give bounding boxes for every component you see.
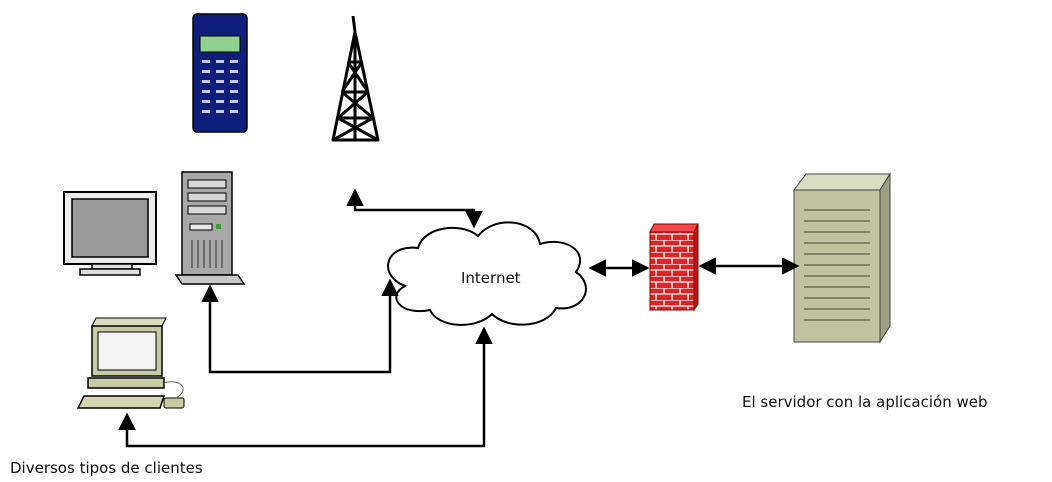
cloud-icon (387, 221, 587, 326)
retro-computer-icon (76, 317, 185, 409)
internet-label: Internet (461, 269, 521, 287)
monitor-icon (63, 191, 157, 276)
computer-to-internet-connector (118, 326, 493, 448)
antenna-tower-icon (331, 15, 380, 142)
clients-label: Diversos tipos de clientes (10, 459, 203, 477)
antenna-to-internet-connector (346, 188, 483, 229)
server-label: El servidor con la aplicación web (742, 393, 988, 411)
desktop-tower-icon (174, 171, 246, 285)
tower-to-internet-connector (201, 278, 399, 374)
server-icon (793, 172, 891, 344)
mobile-phone-icon (192, 13, 248, 133)
firewall-icon (649, 223, 699, 312)
